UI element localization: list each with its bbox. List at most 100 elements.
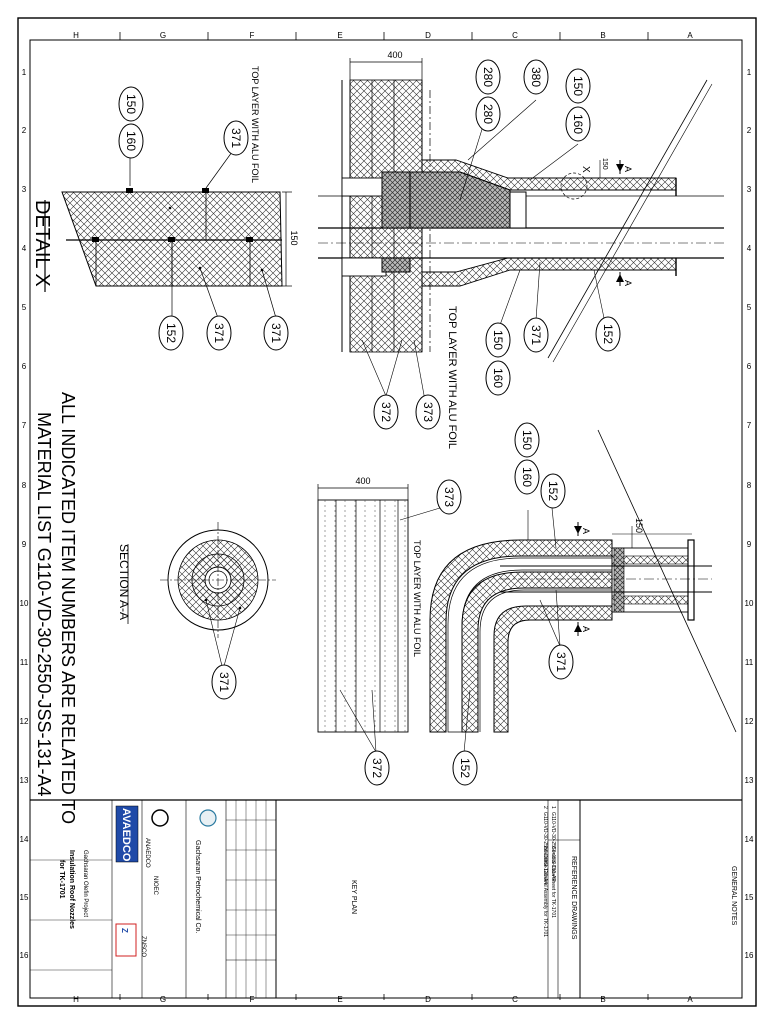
svg-text:372: 372 — [370, 758, 384, 778]
nozzle-callout-371: 371 — [523, 317, 549, 353]
frame-number: 8 — [747, 481, 752, 490]
elbow-callout-152-bottom: 152 — [452, 750, 478, 786]
frame-letter: F — [250, 995, 255, 1004]
detail-x-title: DETAIL X — [31, 200, 53, 287]
ref-row-doc: G110-VD-30-2550-DWG-131-A4 — [542, 812, 548, 884]
nioec-logo — [151, 809, 169, 827]
detail-x-callout-150-160: 150 160 — [118, 86, 144, 159]
section-aa: 371 SECTION A-A — [117, 522, 276, 700]
svg-text:152: 152 — [164, 323, 178, 343]
drawing-title-1: Insulation Roof Nozzles — [68, 850, 75, 929]
svg-text:371: 371 — [217, 672, 231, 692]
detail-x: 150 150 160 371 TOP LAYER WITH ALU FOIL … — [31, 66, 299, 351]
frame-number: 5 — [22, 303, 27, 312]
frame-letter: B — [600, 995, 605, 1004]
frame-number: 11 — [745, 658, 754, 667]
frame-number: 10 — [20, 599, 29, 608]
frame-numbers: 1 2 3 4 5 6 7 8 9 10 11 12 13 14 15 16 1… — [20, 68, 754, 960]
ref-row-title: Insulation General Assembly for TK-1701 — [542, 846, 548, 937]
svg-text:371: 371 — [529, 325, 543, 345]
avaedco-logo-text: AVAEDCO — [120, 808, 132, 862]
znsco-logo: Z — [115, 923, 137, 957]
frame-letter: C — [512, 31, 518, 40]
nozzle-callout-150-160-top: 150 160 — [565, 68, 591, 142]
elbow-callout-372: 372 — [364, 750, 390, 786]
elbow-dim-400: 400 — [355, 476, 370, 486]
svg-text:160: 160 — [520, 467, 534, 487]
nozzle-dim-150: 150 — [601, 158, 608, 170]
detail-x-marker: X — [580, 166, 591, 173]
frame-letter: F — [250, 31, 255, 40]
svg-text:371: 371 — [212, 323, 226, 343]
title-block — [30, 799, 742, 998]
svg-text:152: 152 — [458, 758, 472, 778]
svg-text:152: 152 — [601, 324, 615, 344]
svg-text:Z: Z — [120, 928, 129, 933]
svg-text:372: 372 — [379, 402, 393, 422]
reference-drawings-title: REFERENCE DRAWINGS — [570, 856, 577, 940]
frame-number: 4 — [747, 244, 752, 253]
general-note-line-2: MATERIAL LIST G110-VD-30-2550-JSS-131-A4 — [34, 412, 54, 797]
detail-x-dim-150: 150 — [289, 230, 299, 245]
elbow-section-mark-a: A — [581, 528, 591, 534]
frame-letter: E — [337, 995, 342, 1004]
elbow-top-layer-note: TOP LAYER WITH ALU FOIL — [412, 540, 422, 657]
frame-number: 12 — [745, 717, 754, 726]
frame-letter: G — [160, 31, 166, 40]
frame-letter: A — [687, 31, 693, 40]
svg-text:371: 371 — [554, 652, 568, 672]
frame-number: 12 — [20, 717, 29, 726]
frame-number: 10 — [745, 599, 754, 608]
svg-text:380: 380 — [529, 67, 543, 87]
ref-row-title: General Data Sheet for TK-1701 — [550, 846, 556, 918]
elbow-callout-150-160: 150 160 — [514, 422, 540, 495]
elbow-callout-373: 373 — [436, 479, 462, 515]
nozzle-dim-400: 400 — [387, 50, 402, 60]
frame-number: 8 — [22, 481, 27, 490]
elbow-inner-insulation — [461, 571, 613, 733]
frame-number: 3 — [22, 185, 27, 194]
detail-x-top-layer-note: TOP LAYER WITH ALU FOIL — [250, 66, 260, 183]
nozzle-callout-372: 372 — [373, 394, 399, 430]
frame-number: 14 — [745, 835, 754, 844]
svg-text:280: 280 — [481, 67, 495, 87]
frame-letter: D — [425, 995, 431, 1004]
ref-row-no: 1 — [550, 806, 556, 809]
ref-row-doc: G110-VD-30-2550-JSS-131-A4 — [550, 812, 556, 881]
frame-number: 4 — [22, 244, 27, 253]
frame-letter: G — [160, 995, 166, 1004]
frame-letter: H — [73, 31, 79, 40]
frame-number: 11 — [20, 658, 29, 667]
section-mark-a: A — [623, 280, 633, 286]
svg-text:373: 373 — [442, 487, 456, 507]
key-plan-label: KEY PLAN — [350, 880, 357, 914]
frame-tick-marks — [119, 32, 649, 1000]
drawing-title-2: for TK-1701 — [58, 860, 65, 899]
elbow-section-mark-a: A — [581, 626, 591, 632]
elbow-dim-150: 150 — [634, 518, 644, 533]
frame-number: 16 — [745, 951, 754, 960]
frame-number: 5 — [747, 303, 752, 312]
project-name: Gachsaran Olefin Project — [82, 850, 88, 917]
frame-letter: A — [687, 995, 693, 1004]
frame-number: 13 — [20, 776, 29, 785]
frame-number: 15 — [745, 893, 754, 902]
svg-text:280: 280 — [481, 104, 495, 124]
frame-number: 14 — [20, 835, 29, 844]
svg-text:160: 160 — [571, 114, 585, 134]
svg-text:160: 160 — [124, 131, 138, 151]
svg-text:160: 160 — [491, 368, 505, 388]
frame-number: 15 — [20, 893, 29, 902]
general-note: ALL INDICATED ITEM NUMBERS ARE RELATED T… — [34, 392, 78, 824]
frame-letter: E — [337, 31, 342, 40]
detail-x-callout-371-top: 371 — [223, 120, 249, 156]
frame-number: 7 — [22, 421, 27, 430]
frame-number: 1 — [747, 68, 752, 77]
nozzle-callout-152: 152 — [595, 316, 621, 352]
svg-text:150: 150 — [520, 430, 534, 450]
nozzle-callout-380: 380 — [523, 59, 549, 95]
nioec-text: NIOEC — [152, 876, 158, 896]
frame-letter: H — [73, 995, 79, 1004]
svg-text:150: 150 — [491, 330, 505, 350]
